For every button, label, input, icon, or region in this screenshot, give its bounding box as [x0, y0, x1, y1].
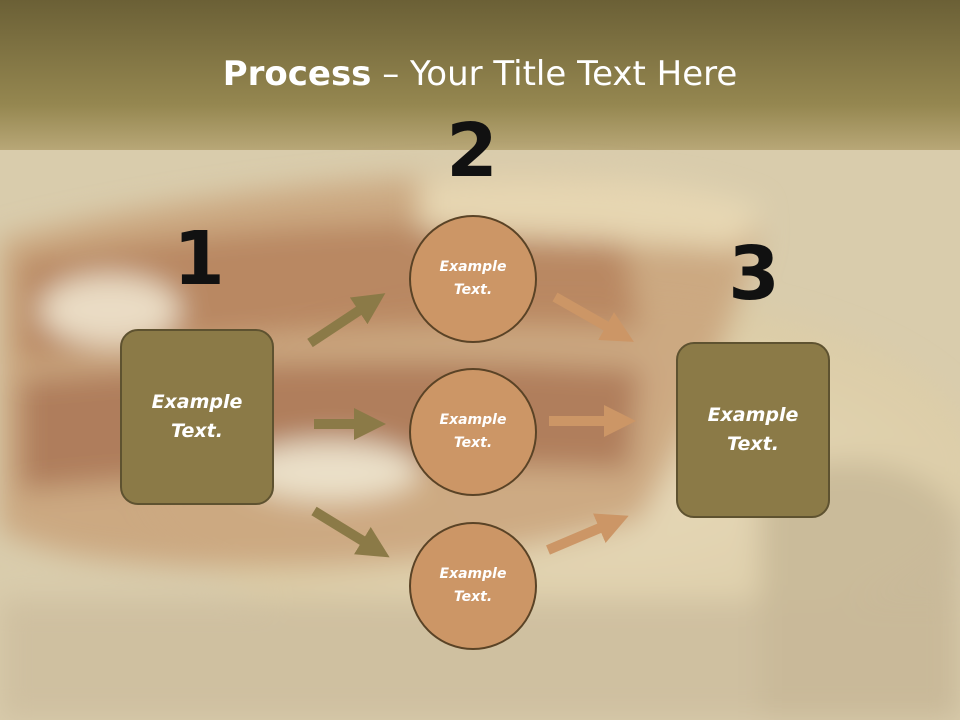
step-1-box: Example Text.: [120, 329, 274, 505]
step-number-2: 2: [446, 108, 498, 194]
arrow-from-bottom-circle: [546, 513, 629, 555]
arrow-to-top-circle: [307, 293, 386, 348]
circle-bottom-text: Example Text.: [439, 566, 507, 605]
circle-bottom: Example Text.: [409, 522, 537, 650]
title-bold-part: Process: [222, 54, 372, 94]
circle-top-text: Example Text.: [439, 259, 507, 298]
title-rest-part: – Your Title Text Here: [371, 54, 738, 94]
page-title: Process – Your Title Text Here: [0, 52, 960, 96]
arrow-from-top-circle: [552, 292, 634, 342]
step-3-text: Example Text.: [707, 404, 799, 455]
circle-top: Example Text.: [409, 215, 537, 343]
step-number-1: 1: [173, 216, 225, 302]
step-1-text: Example Text.: [151, 391, 243, 442]
circle-middle: Example Text.: [409, 368, 537, 496]
circle-middle-text: Example Text.: [439, 412, 507, 451]
step-number-3: 3: [728, 231, 780, 317]
step-3-box: Example Text.: [676, 342, 830, 518]
arrow-to-bottom-circle: [311, 506, 390, 558]
